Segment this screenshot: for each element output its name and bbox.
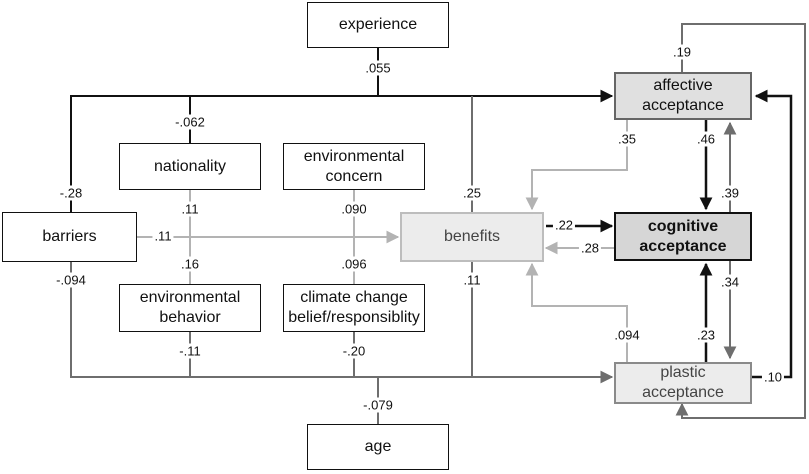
node-environmental-behavior: environmental behavior: [119, 284, 261, 332]
coef-concern-benefits: .090: [339, 201, 369, 217]
coef-cognitive-affective: .39: [718, 185, 742, 201]
coef-plastic-benefits: .094: [612, 327, 642, 343]
coef-barriers-affective: -.28: [57, 185, 85, 201]
coef-nationality-affective: -.062: [173, 114, 207, 130]
node-experience: experience: [307, 2, 449, 48]
coef-nationality-benefits: .11: [179, 201, 201, 217]
node-plastic-acceptance: plastic acceptance: [614, 362, 752, 404]
coef-behavior-plastic: -.11: [177, 343, 203, 359]
coef-benefits-plastic: .11: [461, 272, 483, 288]
path-plastic-benefits: [525, 262, 628, 362]
coef-climate-plastic: -.20: [340, 343, 368, 359]
node-climate-change: climate change belief/responsiblity: [283, 284, 425, 332]
path-affective-plastic: [752, 89, 793, 379]
coef-affective-plastic: .10: [761, 369, 785, 385]
coef-barriers-benefits: .11: [152, 228, 174, 244]
coef-barriers-plastic: -.094: [54, 272, 88, 288]
node-benefits: benefits: [400, 212, 544, 262]
coef-cognitive-benefits: .28: [578, 240, 602, 256]
node-cognitive-acceptance: cognitive acceptance: [614, 212, 752, 261]
coef-cognitive-plastic: .34: [718, 274, 742, 290]
path-barriers-plastic: [70, 262, 614, 384]
coef-plastic-affective: .19: [670, 44, 694, 60]
coef-benefits-cognitive: .22: [552, 217, 576, 233]
path-barriers-affective: [70, 89, 614, 212]
coef-climate-benefits: .096: [339, 256, 369, 272]
coef-affective-benefits: .35: [615, 131, 639, 147]
coef-behavior-benefits: .16: [178, 256, 202, 272]
node-environmental-concern: environmental concern: [283, 143, 425, 190]
node-affective-acceptance: affective acceptance: [614, 72, 752, 120]
coef-plastic-cognitive: .23: [694, 327, 718, 343]
node-age: age: [307, 424, 449, 470]
coef-experience-affective: .055: [363, 60, 393, 76]
coef-benefits-affective: .25: [460, 185, 484, 201]
path-affective-benefits: [525, 120, 628, 211]
node-nationality: nationality: [119, 143, 261, 190]
path-plastic-affective: [675, 23, 806, 419]
coef-affective-cognitive: .46: [694, 131, 718, 147]
node-barriers: barriers: [2, 212, 137, 262]
coef-age-plastic: -.079: [361, 397, 395, 413]
